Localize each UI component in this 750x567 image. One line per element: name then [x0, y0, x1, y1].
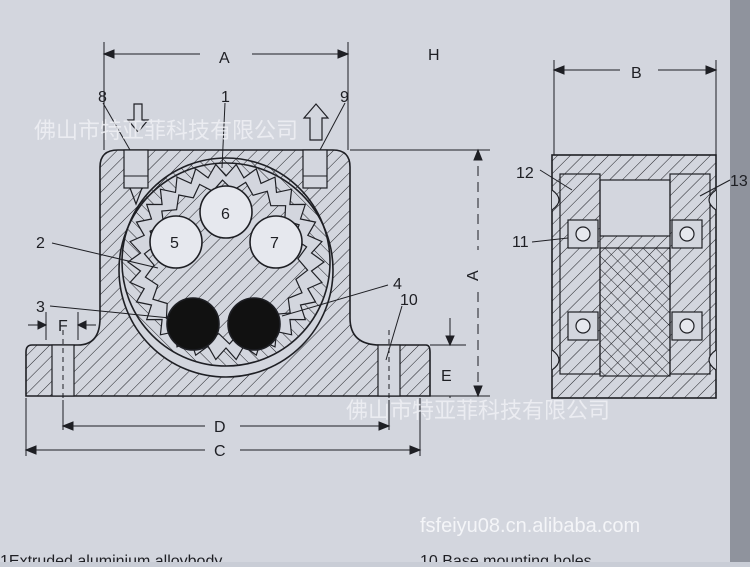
watermark-footer: fsfeiyu08.cn.alibaba.com: [420, 515, 640, 537]
side-lower-cavity: [599, 247, 671, 377]
inlet-port: [123, 149, 149, 189]
side-view: [551, 154, 717, 399]
callout-4: 4: [393, 276, 402, 293]
bearing-upper-right: [671, 219, 703, 249]
side-dimensions: [531, 60, 731, 243]
callout-6: 6: [221, 206, 230, 223]
callout-13: 13: [730, 173, 748, 190]
front-dimensions: [24, 42, 490, 456]
ball-3-dark: [166, 297, 220, 351]
callout-9: 9: [340, 89, 349, 106]
callout-7: 7: [270, 235, 279, 252]
dim-A-top: A: [219, 50, 230, 67]
callout-11: 11: [512, 234, 529, 251]
callout-5: 5: [170, 235, 179, 252]
callout-8: 8: [98, 89, 107, 106]
outlet-arrow-icon: [302, 103, 330, 141]
dim-E: E: [441, 368, 452, 385]
ball-6: [199, 185, 253, 239]
front-leaders: [49, 102, 403, 361]
callout-10: 10: [400, 292, 418, 309]
dim-H: H: [428, 47, 440, 64]
outlet-port: [302, 149, 328, 189]
watermark-middle: 佛山市特亚菲科技有限公司: [346, 398, 610, 423]
inlet-arrow-icon: [126, 103, 150, 133]
watermark-top: 佛山市特亚菲科技有限公司: [34, 118, 298, 143]
dim-C: C: [214, 443, 226, 460]
caption-left: 1Extruded aluminium alloybody: [0, 553, 222, 562]
caption-right: 10 Base mounting holes: [420, 553, 592, 562]
front-view: [25, 103, 431, 400]
ball-4-dark: [227, 297, 281, 351]
callout-12: 12: [516, 165, 534, 182]
callout-1: 1: [221, 89, 230, 106]
dim-D: D: [214, 419, 226, 436]
ball-7: [249, 215, 303, 269]
side-inner-cavity: [599, 179, 671, 237]
paper-edge-shadow: [730, 0, 750, 562]
dim-F: F: [58, 318, 68, 335]
dim-B: B: [631, 65, 642, 82]
callout-2: 2: [36, 235, 45, 252]
dim-A-side: A: [465, 270, 482, 281]
callout-3: 3: [36, 299, 45, 316]
ball-5: [149, 215, 203, 269]
